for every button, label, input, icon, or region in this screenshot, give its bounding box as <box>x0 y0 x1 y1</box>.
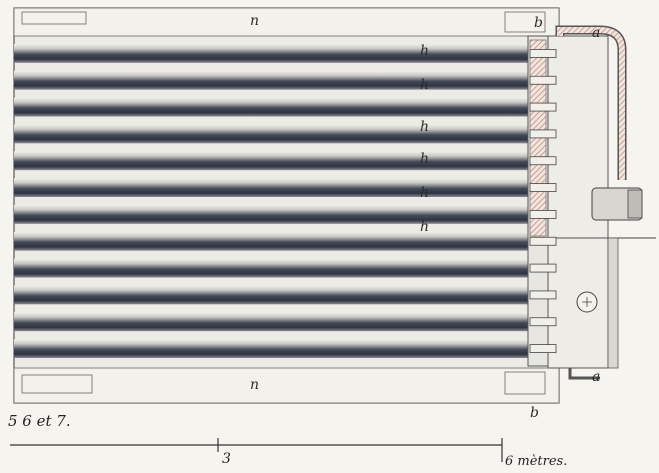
label-h-4: h <box>420 151 430 167</box>
tube <box>14 97 532 117</box>
label-b-bottom: b <box>530 405 539 421</box>
label-h-2: h <box>420 77 430 93</box>
pipe-a-lower <box>568 368 600 380</box>
label-h-1: h <box>420 43 430 59</box>
label-a-top: a <box>592 25 601 41</box>
top-band <box>13 7 560 37</box>
label-n-bottom: n <box>250 377 260 393</box>
scale-mid-label: 3 <box>222 451 231 467</box>
support-top-right <box>504 11 546 33</box>
tube <box>14 151 532 171</box>
label-h-5: h <box>420 185 430 201</box>
tube-end <box>529 210 557 219</box>
tube <box>14 70 532 90</box>
tube <box>14 231 532 251</box>
label-b-top: b <box>534 15 543 31</box>
tube <box>14 285 532 305</box>
tube <box>14 205 532 224</box>
tube <box>14 258 532 278</box>
tube-end <box>529 183 557 192</box>
tube-end <box>529 290 557 300</box>
tube <box>14 44 532 63</box>
tube <box>14 178 532 197</box>
tube-end <box>529 344 557 353</box>
tube <box>14 312 532 332</box>
scale-end-label: 6 mètres. <box>505 454 568 469</box>
tube-end <box>529 156 557 166</box>
tube-end <box>529 236 557 246</box>
tube-ends <box>529 49 557 353</box>
header-side-lower <box>607 237 619 369</box>
tube-end <box>529 75 557 85</box>
support-bottom-left <box>21 374 93 394</box>
tube <box>14 124 532 144</box>
tube <box>14 339 532 358</box>
support-bottom-right <box>504 371 546 395</box>
tube-end <box>529 49 557 58</box>
tube-end <box>529 129 557 139</box>
tube-bundle <box>14 44 532 358</box>
bottom-band <box>13 367 560 404</box>
tube-end <box>529 102 557 112</box>
support-top-left <box>21 11 87 25</box>
label-h-6: h <box>420 219 430 235</box>
label-a-bottom: a <box>592 369 601 385</box>
tube-end <box>529 263 557 273</box>
label-h-3: h <box>420 119 430 135</box>
figure-caption: 5 6 et 7. <box>8 412 71 430</box>
tube-end <box>529 317 557 327</box>
label-n-top: n <box>250 13 260 29</box>
